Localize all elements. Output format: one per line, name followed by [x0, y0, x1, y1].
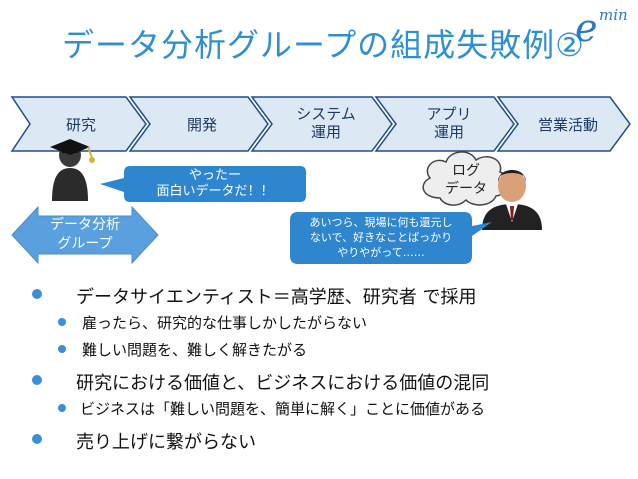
- business-speech-bubble: [290, 212, 492, 264]
- chevron-label-sales: 営業活動: [520, 116, 616, 134]
- bullet-dot: [32, 289, 42, 299]
- chevron-sales-text: 営業活動: [537, 116, 598, 134]
- logo-e: e: [575, 6, 598, 50]
- cloud-text: ログ データ: [430, 162, 502, 198]
- log-data-cloud: [422, 151, 509, 206]
- businessman-icon: [482, 170, 542, 230]
- chevron-label-system-ops: システム 運用: [280, 105, 372, 141]
- bullet-dot: [58, 318, 66, 326]
- chevron-label-development: 開発: [160, 116, 244, 134]
- researcher-speech-line2: 面白いデータだ！！: [156, 184, 274, 199]
- chevron-app-ops-line1: アプリ: [426, 105, 472, 123]
- chevron-sales: [496, 96, 631, 152]
- researcher-speech-bubble: [100, 166, 306, 202]
- business-speech-text: あいつら、現場に何も還元し ないで、好きなことばっかり やりやがって……: [292, 215, 470, 260]
- bullet-item: 研究における価値と、ビジネスにおける価値の混同: [76, 373, 490, 394]
- bullet-item: ビジネスは「難しい問題を、簡単に解く」ことに価値がある: [80, 400, 486, 418]
- chevron-app-ops: [374, 96, 515, 152]
- chevron-label-research: 研究: [40, 116, 122, 134]
- bullet-item: 売り上げに繋がらない: [76, 432, 256, 453]
- group-arrow-text: データ分析 グループ: [38, 216, 132, 254]
- business-speech-line2: ないで、好きなことばっかり: [309, 231, 453, 244]
- chevron-research: [10, 96, 147, 152]
- chevron-system-ops-line1: システム: [296, 105, 356, 123]
- bullet-item: データサイエンティスト＝高学歴、研究者 で採用: [76, 287, 477, 308]
- researcher-icon: [50, 139, 95, 201]
- chevron-label-app-ops: アプリ 運用: [404, 105, 494, 141]
- bullet-dot: [32, 434, 42, 444]
- group-arrow-line1: データ分析: [50, 217, 120, 233]
- cloud-line1: ログ: [452, 163, 480, 179]
- bullet-dot: [58, 345, 66, 353]
- group-arrow-line2: グループ: [57, 236, 113, 252]
- researcher-speech-line1: やったー: [188, 168, 241, 183]
- emin-logo: e min: [575, 4, 635, 50]
- researcher-speech-text: やったー 面白いデータだ！！: [124, 168, 306, 200]
- chevron-app-ops-line2: 運用: [433, 123, 464, 141]
- bullet-dot: [32, 375, 42, 385]
- chevron-development-text: 開発: [186, 116, 217, 134]
- chevron-research-text: 研究: [65, 116, 96, 134]
- process-chevrons: [10, 96, 631, 152]
- bullet-item: 難しい問題を、難しく解きたがる: [82, 341, 308, 359]
- bullet-dot: [58, 404, 66, 412]
- bullet-item: 雇ったら、研究的な仕事しかしたがらない: [82, 314, 368, 332]
- group-double-arrow: [11, 205, 159, 265]
- slide-title: データ分析グループの組成失敗例②: [62, 26, 585, 64]
- chevron-development: [128, 96, 269, 152]
- cloud-line2: データ: [445, 181, 487, 197]
- logo-min: min: [599, 6, 628, 24]
- chevron-system-ops: [250, 96, 393, 152]
- business-speech-line1: あいつら、現場に何も還元し: [309, 216, 453, 229]
- chevron-system-ops-line2: 運用: [310, 123, 341, 141]
- business-speech-line3: やりやがって……: [337, 246, 425, 259]
